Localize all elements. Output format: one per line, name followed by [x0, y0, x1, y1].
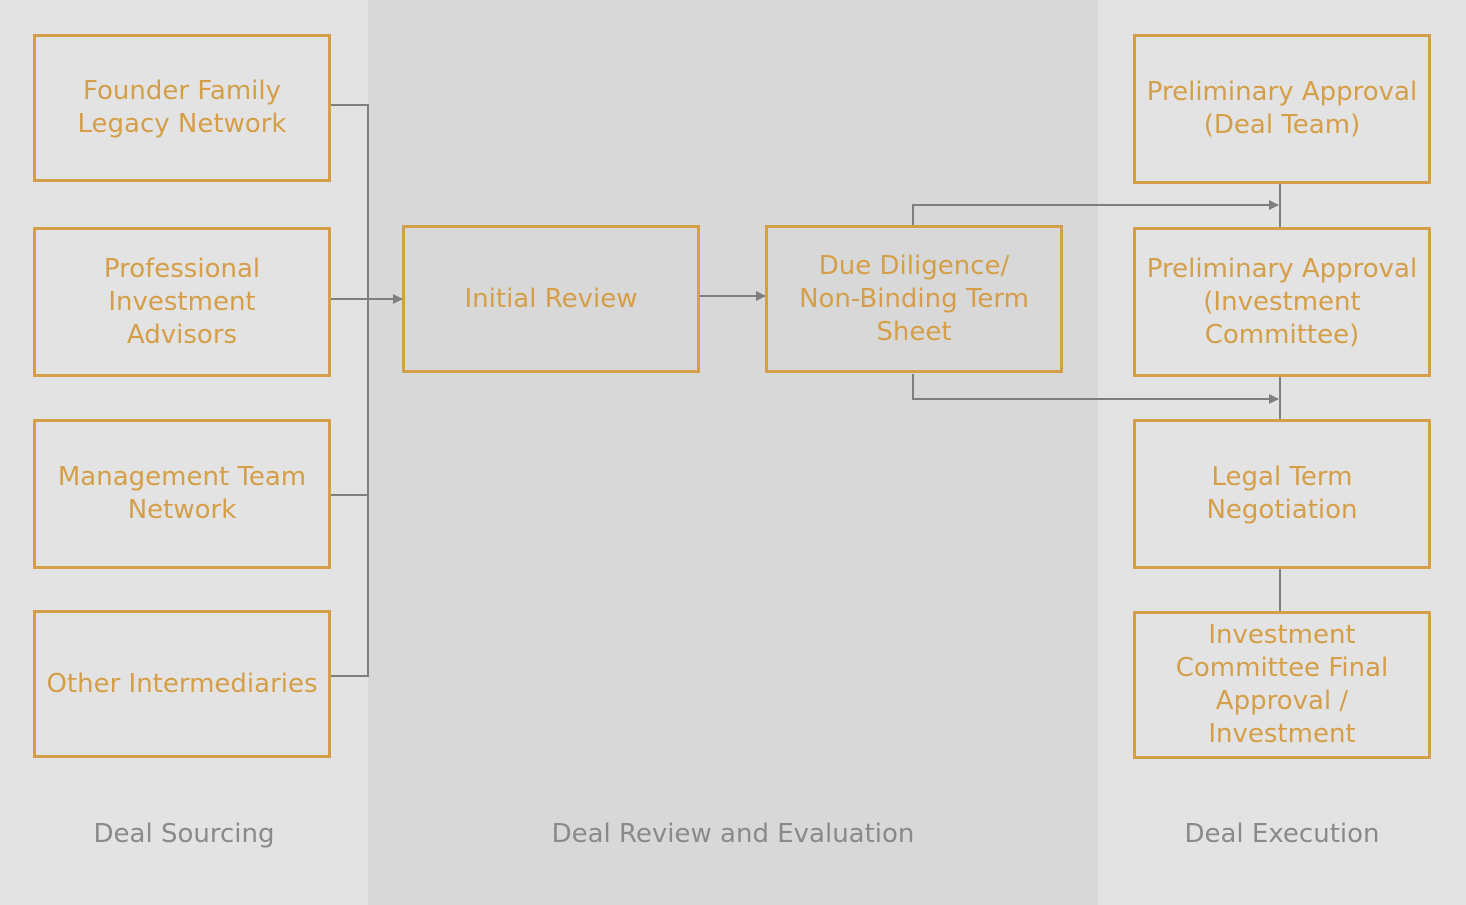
box-management-team: Management Team Network [33, 419, 331, 569]
box-legal-negotiation: Legal Term Negotiation [1133, 419, 1431, 569]
lane-deal-execution [1098, 0, 1466, 905]
lane-label-execution: Deal Execution [1184, 819, 1380, 849]
box-prelim-investment-committee: Preliminary Approval (Investment Committ… [1133, 227, 1431, 377]
box-final-approval: Investment Committee Final Approval / In… [1133, 611, 1431, 759]
lane-deal-sourcing [0, 0, 368, 905]
box-initial-review: Initial Review [402, 225, 700, 373]
box-founder-family: Founder Family Legacy Network [33, 34, 331, 182]
lane-deal-review [368, 0, 1098, 905]
box-due-diligence: Due Diligence/ Non-Binding Term Sheet [765, 225, 1063, 373]
lane-label-review: Deal Review and Evaluation [551, 819, 915, 849]
box-prelim-deal-team: Preliminary Approval (Deal Team) [1133, 34, 1431, 184]
box-other-intermediaries: Other Intermediaries [33, 610, 331, 758]
box-professional-advisors: Professional Investment Advisors [33, 227, 331, 377]
lane-label-sourcing: Deal Sourcing [93, 819, 275, 849]
